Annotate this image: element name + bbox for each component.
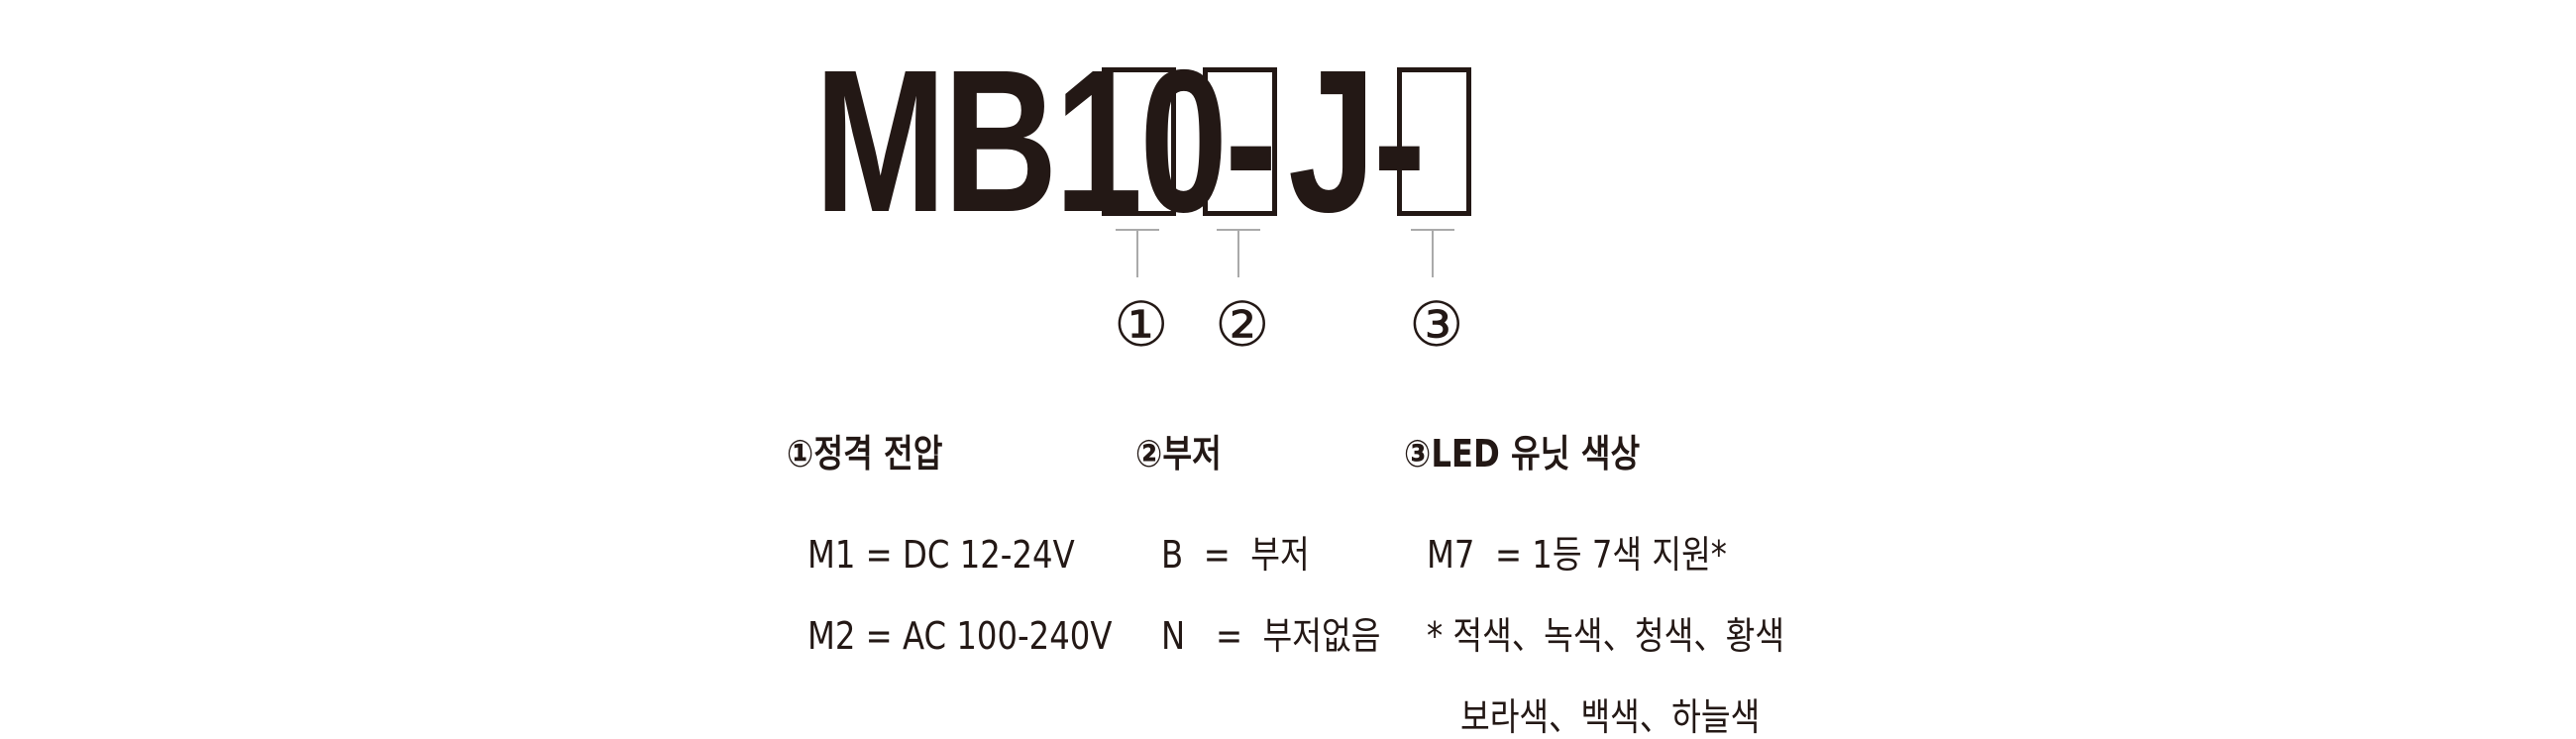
section-heading-buzzer: ②부저 bbox=[1135, 432, 1222, 475]
option-box-1 bbox=[1102, 67, 1176, 216]
voltage-option-m2: M2 = AC 100-240V bbox=[807, 614, 1113, 658]
section-heading-voltage: ①정격 전압 bbox=[787, 432, 943, 475]
leader-line-3-v bbox=[1432, 230, 1434, 277]
option-box-2 bbox=[1203, 67, 1277, 216]
buzzer-option-n: N = 부저없음 bbox=[1161, 614, 1381, 658]
model-middle: J- bbox=[1288, 28, 1426, 255]
option-box-3 bbox=[1397, 67, 1471, 216]
buzzer-option-b: B = 부저 bbox=[1161, 533, 1310, 577]
leader-line-1-v bbox=[1136, 230, 1138, 277]
led-colors-note-2: 보라색、백색、하늘색 bbox=[1460, 695, 1761, 739]
model-prefix: MB10- bbox=[814, 28, 1277, 255]
led-option-m7: M7 = 1등 7색 지원* bbox=[1427, 533, 1727, 577]
marker-1: ① bbox=[1114, 288, 1169, 361]
leader-line-2-v bbox=[1237, 230, 1239, 277]
marker-2: ② bbox=[1215, 288, 1270, 361]
voltage-option-m1: M1 = DC 12-24V bbox=[807, 533, 1075, 577]
section-heading-led: ③LED 유닛 색상 bbox=[1404, 432, 1641, 475]
marker-3: ③ bbox=[1409, 288, 1464, 361]
led-colors-note-1: * 적색、녹색、청색、황색 bbox=[1427, 614, 1785, 658]
